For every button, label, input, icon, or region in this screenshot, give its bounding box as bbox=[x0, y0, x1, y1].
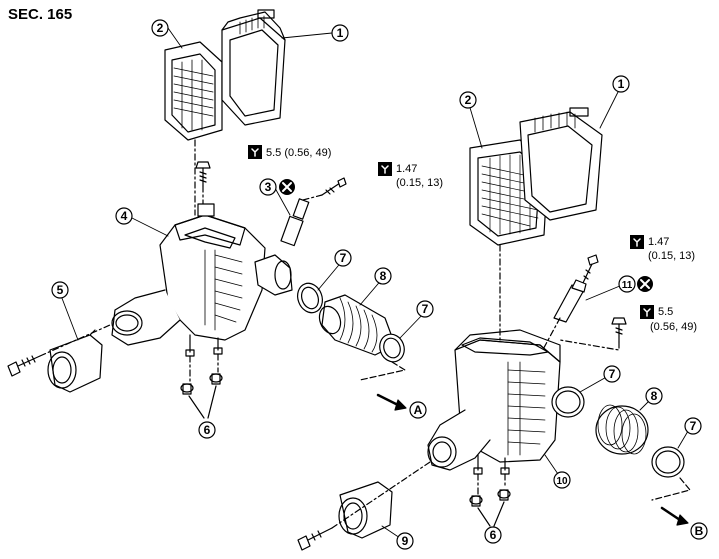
callout-3-left: 3 bbox=[259, 178, 277, 196]
callout-6-right: 6 bbox=[484, 526, 502, 544]
svg-text:1: 1 bbox=[618, 77, 625, 91]
do-not-reuse-icon bbox=[279, 179, 295, 195]
left-clamp-lower bbox=[379, 333, 405, 363]
svg-text:4: 4 bbox=[121, 209, 128, 223]
callout-10-right: 10 bbox=[553, 471, 571, 489]
left-air-cleaner-case bbox=[111, 203, 293, 357]
svg-text:7: 7 bbox=[609, 367, 616, 381]
svg-text:5: 5 bbox=[57, 283, 64, 297]
torque-right-sensor-line2: (0.15, 13) bbox=[648, 250, 695, 262]
svg-text:B: B bbox=[695, 524, 704, 538]
torque-wrench-icon bbox=[640, 305, 654, 319]
right-resonator bbox=[338, 481, 393, 539]
do-not-reuse-icon bbox=[637, 276, 653, 292]
callout-5-left: 5 bbox=[51, 281, 69, 299]
arrow-b-label: B bbox=[690, 522, 708, 540]
svg-text:6: 6 bbox=[490, 528, 497, 542]
torque-left-sensor-line1: 1.47 bbox=[396, 163, 417, 175]
callout-2-left: 2 bbox=[151, 19, 169, 37]
svg-text:11: 11 bbox=[622, 280, 633, 291]
svg-text:8: 8 bbox=[380, 269, 387, 283]
section-label: SEC. 165 bbox=[8, 6, 73, 23]
right-air-cleaner-case bbox=[427, 329, 561, 475]
left-resonator-bolt bbox=[7, 355, 41, 377]
svg-text:2: 2 bbox=[157, 21, 164, 35]
left-filter-element bbox=[164, 41, 223, 141]
callout-1-left: 1 bbox=[331, 24, 349, 42]
callout-1-right: 1 bbox=[612, 75, 630, 93]
arrow-b bbox=[651, 477, 691, 526]
right-intake-hose bbox=[595, 404, 649, 455]
callout-7-right-upper: 7 bbox=[603, 365, 621, 383]
torque-wrench-icon bbox=[630, 235, 644, 249]
right-grommets bbox=[469, 473, 511, 527]
left-grommets bbox=[180, 353, 223, 419]
svg-text:A: A bbox=[414, 403, 423, 417]
svg-text:3: 3 bbox=[265, 180, 272, 194]
torque-wrench-icon bbox=[378, 162, 392, 176]
callout-8-left: 8 bbox=[374, 267, 392, 285]
callout-11-right: 11 bbox=[618, 275, 636, 293]
right-clamp-upper bbox=[551, 386, 585, 418]
left-sensor-screw bbox=[321, 177, 347, 196]
left-air-cleaner-cover bbox=[221, 9, 286, 126]
callout-7-left-lower: 7 bbox=[416, 300, 434, 318]
svg-text:7: 7 bbox=[422, 302, 429, 316]
svg-text:6: 6 bbox=[204, 423, 211, 437]
callout-9-right: 9 bbox=[396, 532, 414, 550]
callout-7-left-upper: 7 bbox=[334, 249, 352, 267]
svg-text:2: 2 bbox=[465, 93, 472, 107]
left-mounting-bolt bbox=[195, 161, 211, 187]
svg-text:10: 10 bbox=[556, 476, 568, 487]
left-resonator bbox=[47, 329, 103, 393]
svg-text:7: 7 bbox=[690, 419, 697, 433]
left-clamp-upper bbox=[297, 282, 323, 314]
left-sensor bbox=[280, 194, 323, 247]
svg-text:1: 1 bbox=[337, 26, 344, 40]
callout-6-left: 6 bbox=[198, 421, 216, 439]
torque-wrench-icon bbox=[248, 145, 262, 159]
right-mounting-bolt bbox=[611, 317, 627, 343]
right-clamp-lower bbox=[651, 446, 685, 478]
svg-text:7: 7 bbox=[340, 251, 347, 265]
right-air-cleaner-cover bbox=[519, 107, 603, 221]
right-sensor-screw bbox=[581, 254, 599, 286]
callout-8-right: 8 bbox=[645, 387, 663, 405]
torque-left-bolt: 5.5 (0.56, 49) bbox=[266, 147, 331, 159]
right-sensor bbox=[553, 279, 587, 323]
torque-right-bolt-line2: (0.56, 49) bbox=[650, 321, 697, 333]
torque-right-sensor-line1: 1.47 bbox=[648, 236, 669, 248]
arrow-a bbox=[359, 361, 407, 411]
svg-text:8: 8 bbox=[651, 389, 658, 403]
svg-text:9: 9 bbox=[402, 534, 409, 548]
callout-2-right: 2 bbox=[459, 91, 477, 109]
leader-lines bbox=[59, 27, 692, 541]
torque-right-bolt-line1: 5.5 bbox=[658, 306, 673, 318]
torque-left-sensor-line2: (0.15, 13) bbox=[396, 177, 443, 189]
callout-7-right-lower: 7 bbox=[684, 417, 702, 435]
right-resonator-bolt bbox=[297, 527, 333, 551]
callout-4-left: 4 bbox=[115, 207, 133, 225]
arrow-a-label: A bbox=[409, 401, 427, 419]
